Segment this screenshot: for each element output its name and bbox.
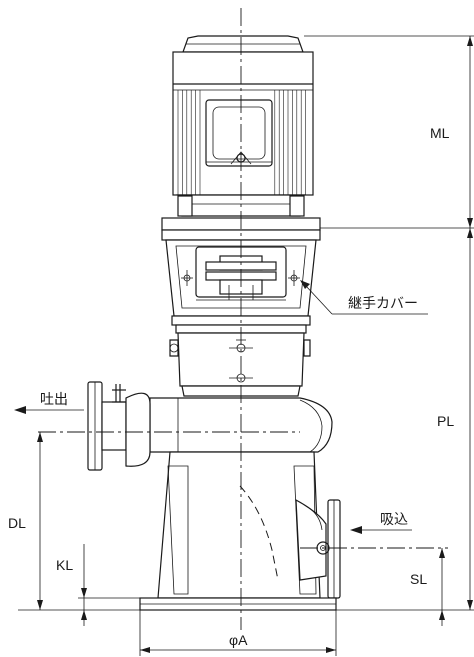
- sl-label: SL: [410, 571, 427, 587]
- coupling-cover-label: 継手カバー: [348, 295, 418, 311]
- phi-a-label: φA: [229, 632, 248, 648]
- suction-label: 吸込: [380, 511, 408, 527]
- ml-label: ML: [430, 125, 450, 141]
- motor-cooling-fins: [177, 90, 306, 195]
- center-lines: [38, 8, 448, 630]
- discharge-label: 吐出: [40, 391, 68, 407]
- pump-pedestal: [139, 451, 341, 611]
- kl-label: KL: [56, 557, 73, 573]
- dl-label: DL: [8, 515, 26, 531]
- discharge-nozzle: [87, 381, 151, 471]
- pump-upper-body: [169, 332, 311, 397]
- dimension-lines: [18, 35, 474, 656]
- pl-label: PL: [437, 413, 454, 429]
- motor: [172, 35, 314, 217]
- annotation-arrows: [14, 280, 428, 534]
